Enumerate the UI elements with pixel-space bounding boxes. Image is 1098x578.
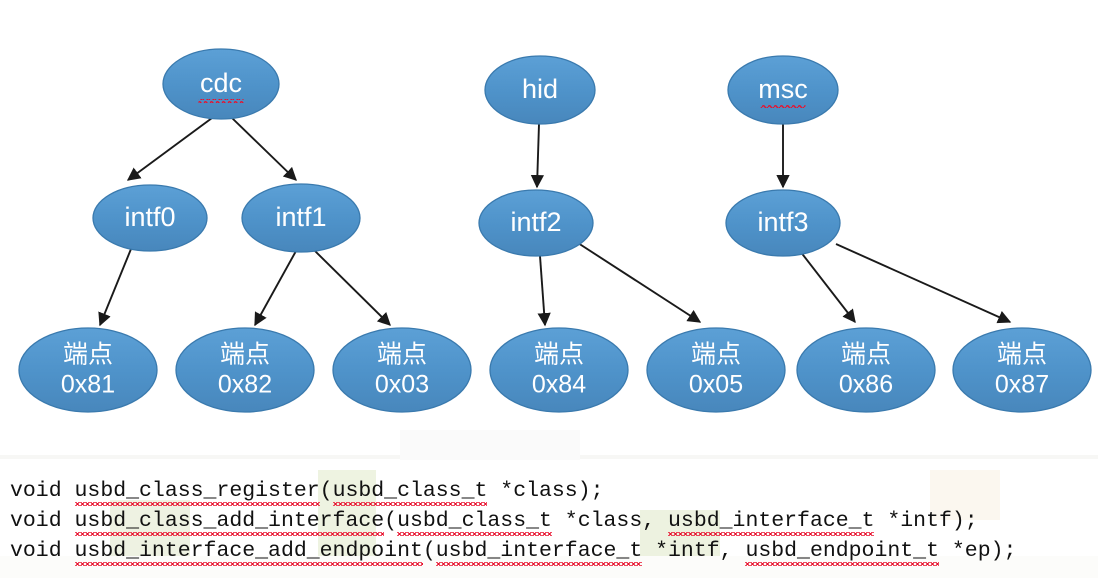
interface-node-intf2[interactable]: intf2 bbox=[478, 189, 594, 257]
edges-layer bbox=[98, 117, 1012, 327]
class-node-hid[interactable]: hid bbox=[484, 55, 596, 125]
code-line: void usbd_class_register(usbd_class_t *c… bbox=[10, 476, 1090, 506]
edge-intf0-to-ep81 bbox=[98, 248, 132, 327]
node-label-line2: 0x84 bbox=[532, 371, 586, 399]
class-node-msc[interactable]: msc bbox=[727, 55, 839, 125]
node-label-line1: 端点 bbox=[534, 341, 584, 369]
node-label-line2: 0x03 bbox=[375, 371, 429, 399]
node-label-line2: 0x05 bbox=[689, 371, 743, 399]
edge-intf1-to-ep03 bbox=[314, 250, 391, 326]
edge-intf3-to-ep86 bbox=[799, 250, 856, 324]
node-label: hid bbox=[522, 74, 558, 104]
spellcheck-underline-icon: usbd_interface_t bbox=[668, 509, 875, 536]
class-node-cdc[interactable]: cdc bbox=[162, 48, 280, 120]
node-label: intf0 bbox=[124, 202, 175, 232]
edge-hid-to-intf2 bbox=[530, 123, 545, 189]
node-label-line1: 端点 bbox=[997, 341, 1047, 369]
code-snippet: void usbd_class_register(usbd_class_t *c… bbox=[10, 476, 1090, 566]
node-label-line1: 端点 bbox=[691, 341, 741, 369]
code-line: void usbd_class_add_interface(usbd_class… bbox=[10, 506, 1090, 536]
spellcheck-underline-icon: usbd_class_t bbox=[397, 509, 552, 536]
edge-intf2-to-ep05 bbox=[577, 242, 702, 323]
node-label-line2: 0x87 bbox=[995, 371, 1049, 399]
spellcheck-underline-icon: usbd_interface_t bbox=[435, 539, 643, 566]
node-label: cdc bbox=[200, 68, 242, 98]
node-label: intf2 bbox=[510, 207, 561, 237]
edge-cdc-to-intf1 bbox=[231, 117, 297, 181]
edge-intf3-to-ep87 bbox=[835, 243, 1012, 324]
node-label: msc bbox=[758, 74, 808, 104]
background-artifact bbox=[0, 455, 1098, 459]
node-label-line2: 0x81 bbox=[61, 371, 115, 399]
interface-node-intf3[interactable]: intf3 bbox=[725, 189, 841, 257]
edge-intf2-to-ep84 bbox=[537, 255, 551, 327]
interface-node-intf1[interactable]: intf1 bbox=[241, 183, 361, 253]
node-label-line2: 0x86 bbox=[839, 371, 893, 399]
spellcheck-underline-icon: usbd_interface_add_endpoint bbox=[74, 539, 423, 566]
edge-intf1-to-ep82 bbox=[254, 250, 297, 327]
node-label-line1: 端点 bbox=[841, 341, 891, 369]
interface-node-intf0[interactable]: intf0 bbox=[92, 184, 208, 252]
node-label: intf3 bbox=[757, 207, 808, 237]
spellcheck-underline-icon: usbd_class_t bbox=[332, 479, 488, 506]
node-label-line1: 端点 bbox=[220, 341, 270, 369]
code-line: void usbd_interface_add_endpoint(usbd_in… bbox=[10, 536, 1090, 566]
node-label-line1: 端点 bbox=[377, 341, 427, 369]
edge-cdc-to-intf0 bbox=[126, 117, 213, 181]
spellcheck-underline-icon: usbd_class_add_interface bbox=[74, 509, 385, 536]
node-label: intf1 bbox=[275, 202, 326, 232]
spellcheck-underline-icon: usbd_endpoint_t bbox=[745, 539, 939, 566]
spellcheck-underline-icon: usbd_class_register bbox=[74, 479, 320, 506]
node-label-line2: 0x82 bbox=[218, 371, 272, 399]
node-label-line1: 端点 bbox=[63, 341, 113, 369]
